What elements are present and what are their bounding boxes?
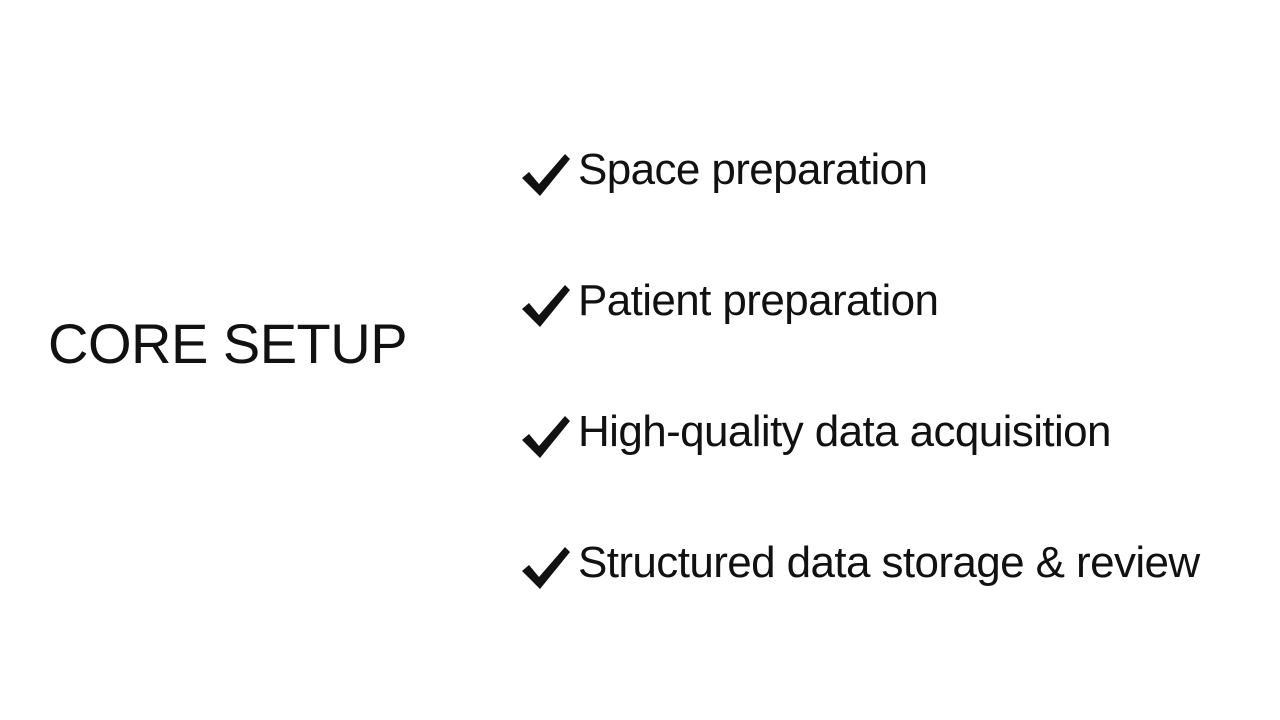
checklist-item-label: Structured data storage & review: [578, 538, 1200, 587]
checkmark-icon: [520, 544, 572, 592]
checklist-item-label: Patient preparation: [578, 276, 939, 325]
checklist-item-label: Space preparation: [578, 145, 928, 194]
checklist-item: High-quality data acquisition: [520, 402, 1112, 462]
checkmark-icon: [520, 282, 572, 330]
checklist: Space preparation Patient preparation Hi…: [520, 0, 1260, 720]
checklist-item: Patient preparation: [520, 271, 939, 331]
checkmark-icon: [520, 413, 572, 461]
checklist-item: Structured data storage & review: [520, 533, 1200, 593]
checklist-item-label: High-quality data acquisition: [578, 407, 1112, 456]
checklist-item: Space preparation: [520, 140, 928, 200]
checkmark-icon: [520, 151, 572, 199]
slide-title: CORE SETUP: [48, 312, 408, 375]
